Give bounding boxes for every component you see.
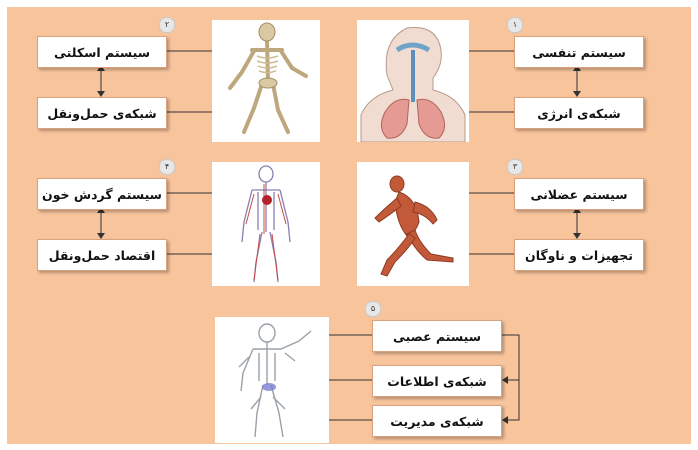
group-2-badge: ۲: [159, 17, 175, 33]
box-information-network: شبکه‌ی اطلاعات: [372, 365, 502, 397]
group-1-badge: ۱: [507, 17, 523, 33]
box-energy-network: شبکه‌ی انرژی: [514, 97, 644, 129]
skeleton-icon: [212, 20, 320, 142]
connector-lines: [7, 7, 691, 444]
muscular-runner-icon: [357, 162, 469, 286]
box-transport-economy: اقتصاد حمل‌ونقل: [37, 239, 167, 271]
box-muscular-system: سیستم عضلانی: [514, 178, 644, 210]
respiratory-system-icon: [357, 20, 469, 142]
nervous-system-icon: [215, 317, 329, 443]
box-respiratory-system: سیستم تنفسی: [514, 36, 644, 68]
box-skeletal-system: سیستم اسکلتی: [37, 36, 167, 68]
group-3-badge: ۳: [507, 159, 523, 175]
box-nervous-system: سیستم عصبی: [372, 320, 502, 352]
circulatory-system-icon: [212, 162, 320, 286]
box-management-network: شبکه‌ی مدیریت: [372, 405, 502, 437]
box-equipment-fleet: تجهیزات و ناوگان: [514, 239, 644, 271]
diagram-canvas: ۱ ۲ ۳ ۴ ۵ سیستم اسکلتی شبکه‌ی حمل‌ونقل س…: [7, 7, 691, 444]
group-4-badge: ۴: [159, 159, 175, 175]
box-transport-network: شبکه‌ی حمل‌ونقل: [37, 97, 167, 129]
group-5-badge: ۵: [365, 301, 381, 317]
box-circulatory-system: سیستم گردش خون: [37, 178, 167, 210]
